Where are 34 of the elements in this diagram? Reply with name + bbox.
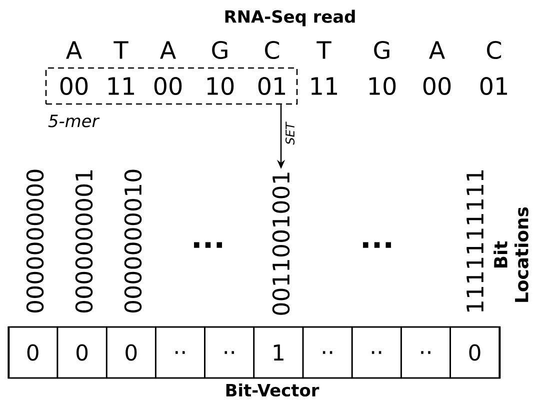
bit-code: 10 [369,76,396,96]
bit-code: 00 [423,76,451,96]
bit-cell: .. [302,326,353,379]
nucleotide-letter: G [374,40,390,60]
bit-location-label: 0000000000 [26,170,44,313]
node-label: 5-mer [48,114,100,128]
bit-code: 10 [207,76,234,96]
nucleotide-letter: C [487,40,502,60]
bit-code: 01 [258,76,285,96]
bit-cell: .. [351,326,402,379]
ellipsis: ... [194,242,222,248]
bit-cell: 1 [253,326,304,379]
bit-location-label: 0000000001 [75,170,93,313]
nucleotide-letter: T [316,41,332,59]
bit-cell: 0 [56,326,108,379]
bit-code: 11 [108,77,134,95]
nucleotide-letter: A [429,41,445,59]
bit-code: 00 [60,76,88,96]
bit-location-label: 0011001001 [272,172,290,315]
bit-cell: .. [154,326,206,379]
edge-label: SET [285,122,295,145]
bit-location-label: 0000000010 [124,170,142,313]
bit-cell: 0 [106,326,156,379]
bit-cell: .. [400,326,451,379]
bit-cell: .. [204,326,255,379]
title: RNA-Seq read [225,10,355,26]
bit-code: 01 [480,76,507,96]
bit-cell: 0 [450,326,500,379]
side-label: Bit Locations [494,207,528,302]
ellipsis: ... [363,242,391,248]
bit-cell: 0 [8,326,58,379]
node-label: Bit-Vector [226,383,320,397]
bit-code: 00 [154,76,182,96]
bit-location-label: 1111111111 [466,170,484,312]
